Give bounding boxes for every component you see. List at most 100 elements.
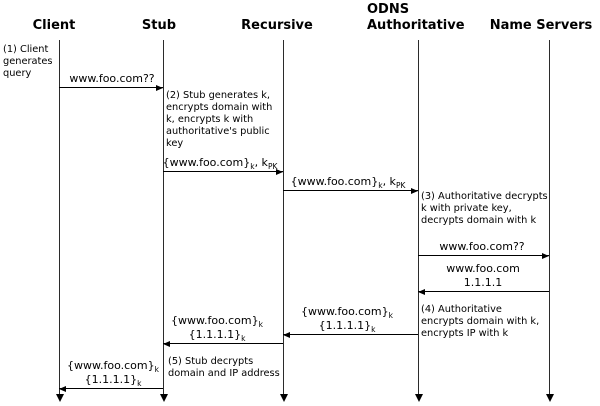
note-line: encrypts domain with k, xyxy=(421,316,540,327)
label-text: , k xyxy=(254,155,268,169)
subscript-text: k xyxy=(378,180,383,190)
message-label-line: {www.foo.com}k xyxy=(171,314,263,328)
note-line: encrypts IP with k xyxy=(421,328,509,339)
message-stub-response-label: {www.foo.com}k{1.1.1.1}k xyxy=(67,359,159,387)
actor-label-line: Stub xyxy=(141,18,177,33)
label-text: {1.1.1.1} xyxy=(318,318,372,332)
note-line: (2) Stub generates k, xyxy=(166,90,270,101)
message-stub-encrypted-query-label: {www.foo.com}k, kPK xyxy=(163,156,278,170)
lifeline-stub-end-arrow-icon xyxy=(159,394,168,402)
note-line: k with private key, xyxy=(421,203,512,214)
actor-label-line: Recursive xyxy=(241,18,313,33)
lifeline-stub xyxy=(163,40,164,395)
label-text: {www.foo.com} xyxy=(171,314,259,327)
actor-label-line: Authoritative xyxy=(367,18,465,33)
lifeline-client-end-arrow-icon xyxy=(55,394,64,402)
note-line: k, encrypts k with xyxy=(166,114,254,125)
label-text: {www.foo.com} xyxy=(162,155,251,169)
subscript-text: k xyxy=(250,161,255,171)
subscript-text: PK xyxy=(267,161,278,171)
message-recursive-response-line xyxy=(163,343,283,344)
message-label-line: www.foo.com?? xyxy=(439,240,524,254)
subscript-text: PK xyxy=(395,180,406,190)
message-recursive-forward-query-label: {www.foo.com}k, kPK xyxy=(291,175,406,189)
note-line: (3) Authoritative decrypts xyxy=(421,191,548,202)
lifeline-odns-authoritative-end-arrow-icon xyxy=(414,394,423,402)
note-line: query xyxy=(3,68,32,79)
message-label-line: {www.foo.com}k xyxy=(301,305,393,319)
message-nameserver-response-line xyxy=(418,291,549,292)
message-recursive-forward-query-line xyxy=(283,190,418,191)
subscript-text: k xyxy=(388,311,393,321)
subscript-text: k xyxy=(241,333,246,343)
label-text: 1.1.1.1 xyxy=(463,275,503,289)
lifeline-name-servers-end-arrow-icon xyxy=(545,394,554,402)
step-2-note: (2) Stub generates k,encrypts domain wit… xyxy=(166,90,272,150)
note-line: domain and IP address xyxy=(168,368,280,379)
message-nameserver-response-arrowhead-icon xyxy=(418,288,425,295)
message-stub-encrypted-query-arrowhead-icon xyxy=(276,168,283,175)
message-label-line: {1.1.1.1}k xyxy=(171,328,263,342)
message-stub-encrypted-query-line xyxy=(163,171,283,172)
label-text: , k xyxy=(382,174,396,188)
message-label-line: {www.foo.com}k, kPK xyxy=(163,156,278,170)
lifeline-odns-authoritative xyxy=(418,40,419,395)
label-text: {1.1.1.1} xyxy=(84,372,138,386)
note-line: (1) Client xyxy=(3,44,49,55)
message-client-query-arrowhead-icon xyxy=(156,84,163,91)
message-label-line: www.foo.com xyxy=(446,262,520,276)
label-text: www.foo.com xyxy=(446,262,520,275)
label-text: www.foo.com?? xyxy=(439,239,525,253)
message-label-line: www.foo.com?? xyxy=(69,72,154,86)
message-recursive-forward-query-arrowhead-icon xyxy=(411,187,418,194)
message-recursive-response-arrowhead-icon xyxy=(163,340,170,347)
subscript-text: k xyxy=(258,320,263,330)
message-client-query-label: www.foo.com?? xyxy=(69,72,154,86)
note-line: authoritative's public xyxy=(166,126,270,137)
label-text: {www.foo.com} xyxy=(67,359,155,372)
lifeline-recursive xyxy=(283,40,284,395)
actor-stub-label: Stub xyxy=(142,18,176,34)
message-label-line: {www.foo.com}k xyxy=(67,359,159,373)
lifeline-recursive-end-arrow-icon xyxy=(279,394,288,402)
note-line: (4) Authoritative xyxy=(421,304,502,315)
note-line: decrypts domain with k xyxy=(421,215,537,226)
message-recursive-response-label: {www.foo.com}k{1.1.1.1}k xyxy=(171,314,263,342)
actor-label-line: Client xyxy=(32,18,76,33)
actor-name-servers-label: Name Servers xyxy=(490,18,593,34)
lifeline-name-servers xyxy=(549,40,550,395)
message-client-query-line xyxy=(59,87,163,88)
label-text: {www.foo.com} xyxy=(290,174,379,188)
note-line: key xyxy=(166,138,184,149)
label-text: www.foo.com?? xyxy=(69,71,155,85)
message-stub-response-arrowhead-icon xyxy=(59,385,66,392)
note-line: (5) Stub decrypts xyxy=(168,356,254,367)
message-label-line: {1.1.1.1}k xyxy=(301,319,393,333)
note-line: generates xyxy=(3,56,53,67)
message-authoritative-encrypted-response-label: {www.foo.com}k{1.1.1.1}k xyxy=(301,305,393,333)
actor-recursive-label: Recursive xyxy=(241,18,313,34)
label-text: {1.1.1.1} xyxy=(188,327,242,341)
note-line: encrypts domain with xyxy=(166,102,273,113)
lifeline-client xyxy=(59,40,60,395)
subscript-text: k xyxy=(154,365,159,375)
message-stub-response-line xyxy=(59,388,163,389)
message-authoritative-plain-query-label: www.foo.com?? xyxy=(439,240,524,254)
message-label-line: {1.1.1.1}k xyxy=(67,373,159,387)
actor-label-line: ODNS xyxy=(367,2,410,17)
message-authoritative-encrypted-response-line xyxy=(283,334,418,335)
message-authoritative-plain-query-line xyxy=(418,255,549,256)
subscript-text: k xyxy=(371,324,376,334)
actor-client-label: Client xyxy=(33,18,76,34)
label-text: {www.foo.com} xyxy=(301,305,389,318)
message-label-line: 1.1.1.1 xyxy=(446,276,520,290)
actor-label-line: Name Servers xyxy=(489,18,593,33)
message-label-line: {www.foo.com}k, kPK xyxy=(291,175,406,189)
